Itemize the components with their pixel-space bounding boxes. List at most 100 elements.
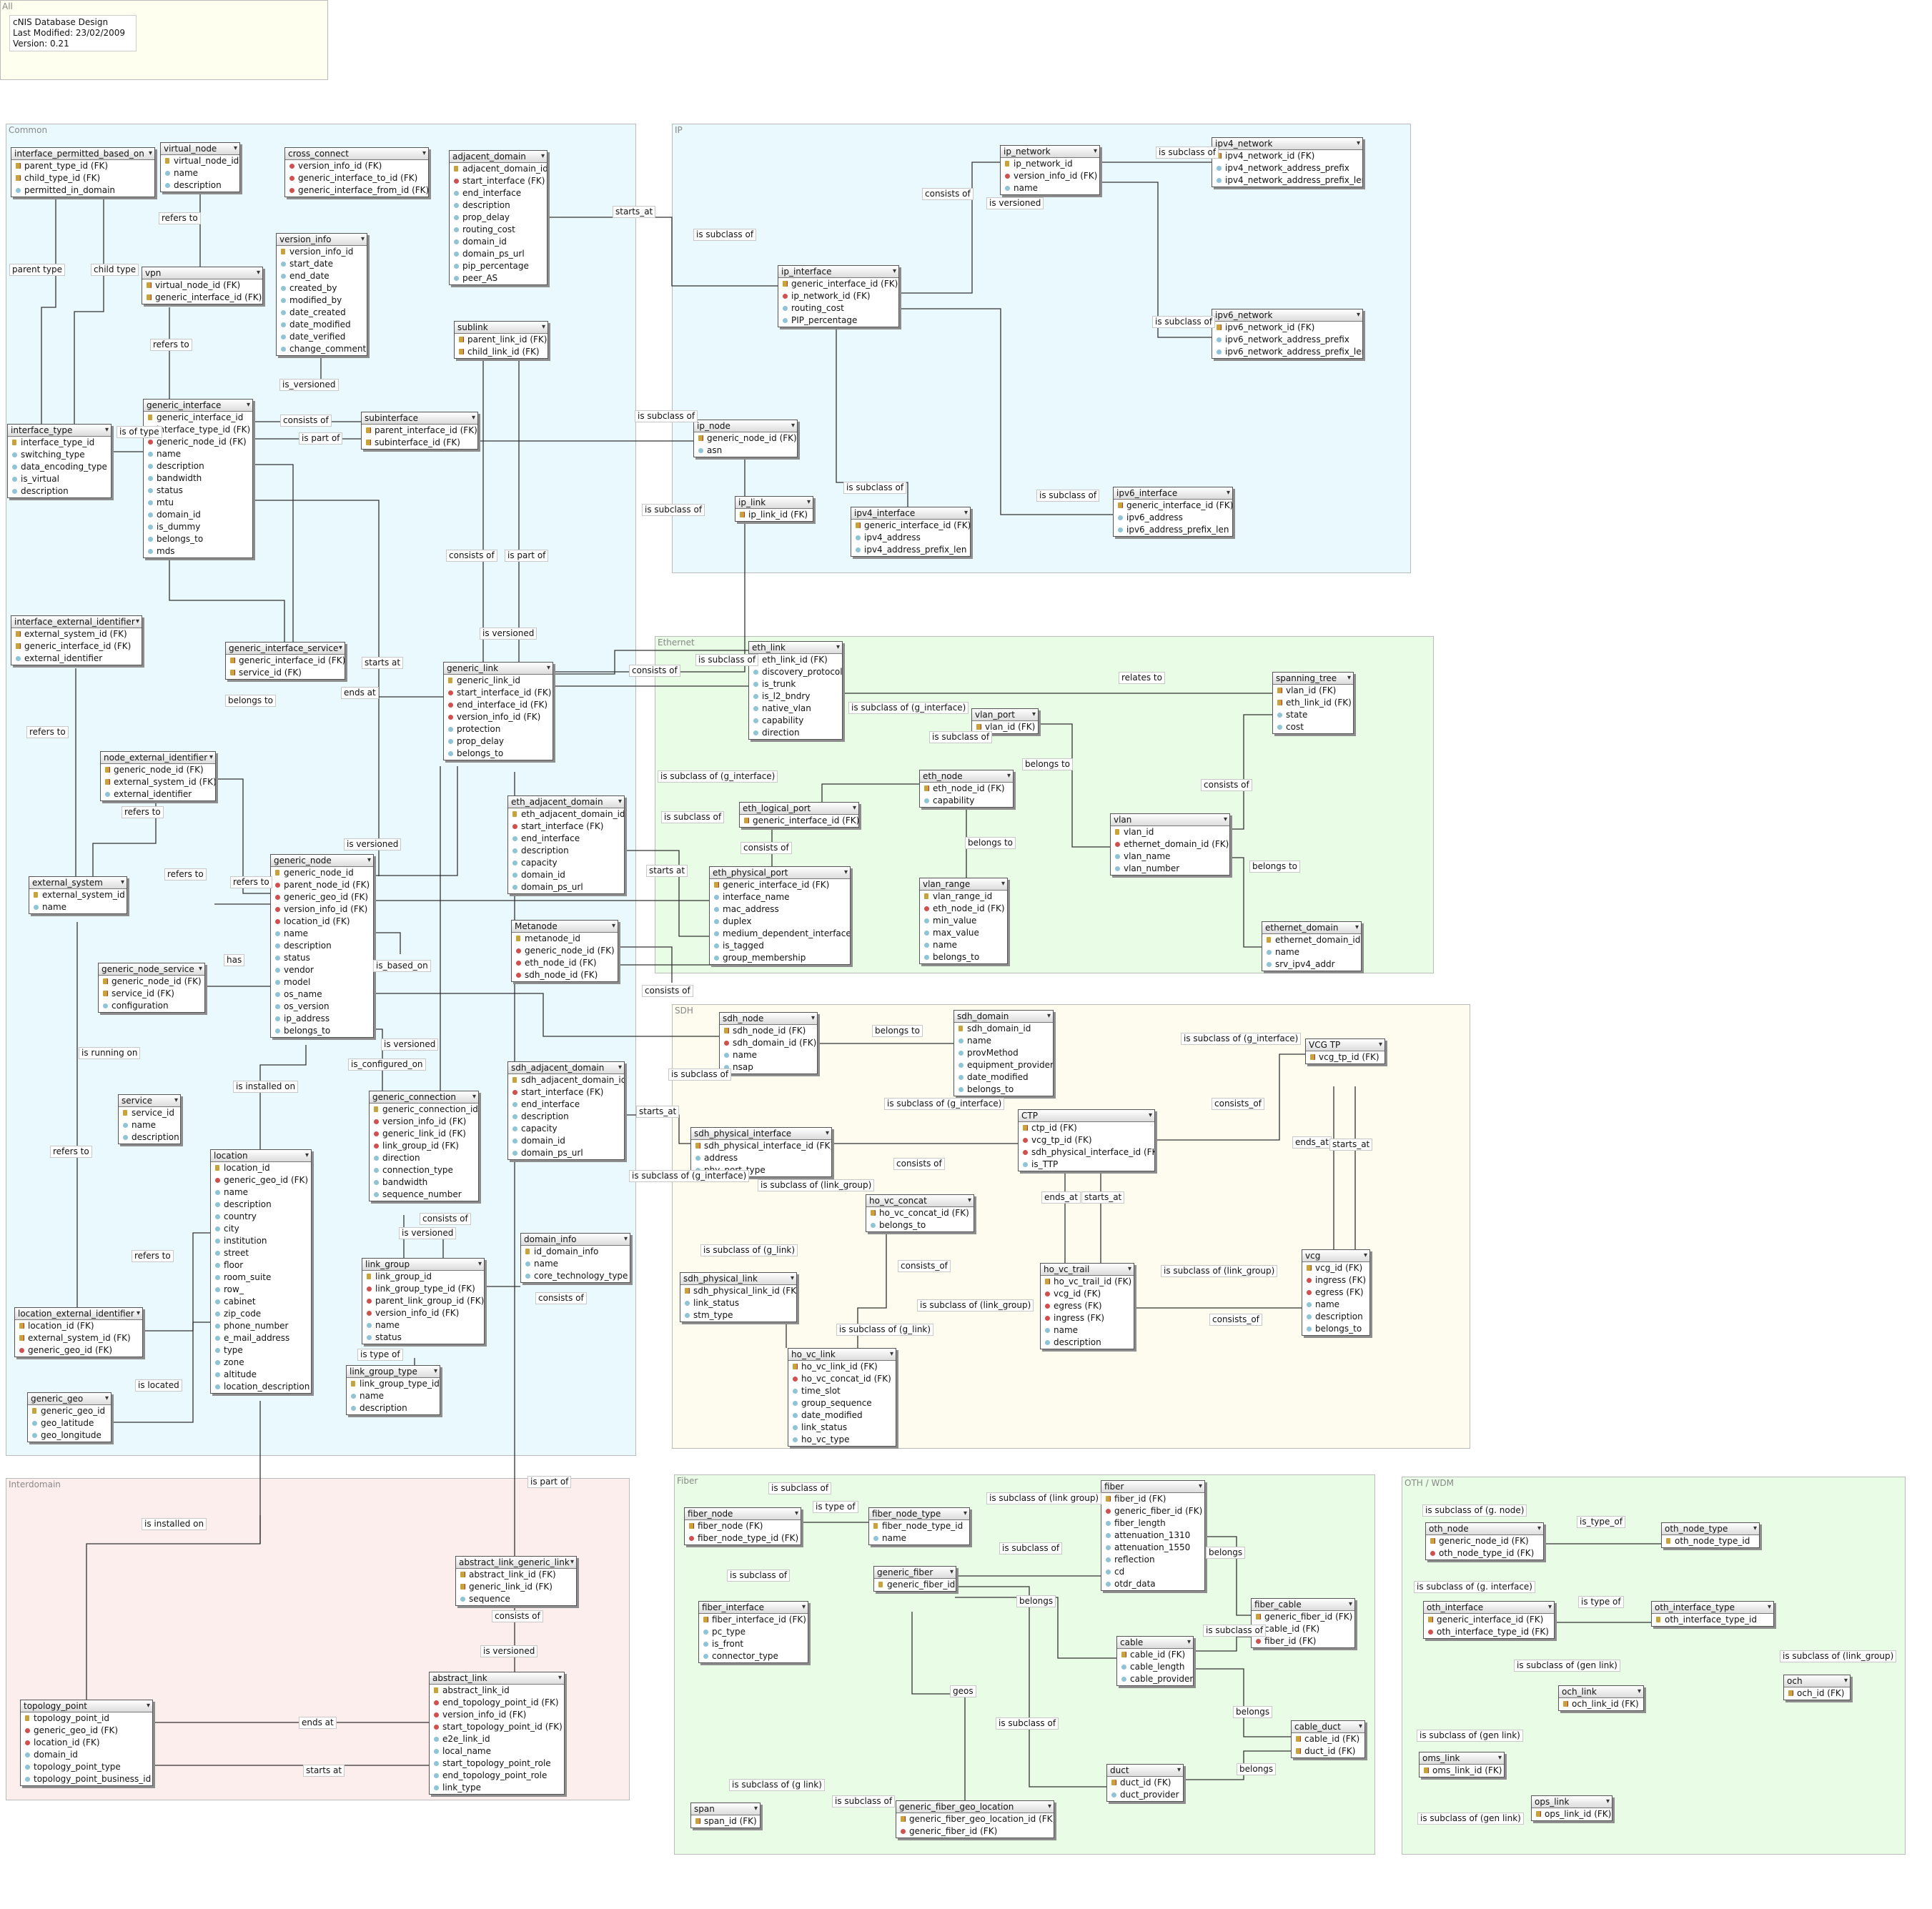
entity-fiber-node[interactable]: fiber_nodefiber_node (FK)fiber_node_type… bbox=[684, 1507, 801, 1545]
relationship-line bbox=[372, 766, 458, 876]
entity-oth-node-type[interactable]: oth_node_typeoth_node_type_id bbox=[1661, 1522, 1760, 1548]
entity-ipv6-network[interactable]: ipv6_networkipv6_network_id (FK)ipv6_net… bbox=[1212, 309, 1363, 359]
entity-field: ho_vc_type bbox=[788, 1434, 896, 1446]
entity-field: end_interface_id (FK) bbox=[444, 699, 553, 711]
entity-oth-interface[interactable]: oth_interfacegeneric_interface_id (FK)ot… bbox=[1423, 1601, 1555, 1639]
entity-field: description bbox=[508, 1111, 624, 1123]
entity-title: eth_logical_port bbox=[740, 803, 858, 815]
entity-ipv4-interface[interactable]: ipv4_interfacegeneric_interface_id (FK)i… bbox=[851, 507, 971, 557]
entity-generic-fiber-geo-location[interactable]: generic_fiber_geo_locationgeneric_fiber_… bbox=[896, 1800, 1054, 1838]
entity-generic-fiber[interactable]: generic_fibergeneric_fiber_id bbox=[873, 1566, 956, 1592]
entity-cable[interactable]: cablecable_id (FK)cable_lengthcable_prov… bbox=[1116, 1636, 1194, 1686]
entity-vpn[interactable]: vpnvirtual_node_id (FK)generic_interface… bbox=[142, 267, 263, 304]
entity-field: ho_vc_concat_id (FK) bbox=[788, 1373, 896, 1385]
entity-oth-interface-type[interactable]: oth_interface_typeoth_interface_type_id bbox=[1651, 1601, 1774, 1627]
entity-field: generic_fiber_id (FK) bbox=[1252, 1611, 1354, 1623]
entity-cable-duct[interactable]: cable_ductcable_id (FK)duct_id (FK) bbox=[1291, 1720, 1365, 1758]
entity-interface-type[interactable]: interface_typeinterface_type_idswitching… bbox=[7, 424, 112, 498]
entity-eth-link[interactable]: eth_linketh_link_id (FK)discovery_protoc… bbox=[748, 641, 843, 740]
entity-generic-link[interactable]: generic_linkgeneric_link_idstart_interfa… bbox=[443, 662, 553, 760]
entity-eth-adjacent-domain[interactable]: eth_adjacent_domaineth_adjacent_domain_i… bbox=[507, 795, 625, 894]
entity-ethernet-domain[interactable]: ethernet_domainethernet_domain_idnamesrv… bbox=[1262, 921, 1362, 971]
info-version: Version: 0.21 bbox=[13, 39, 69, 49]
entity-sublink[interactable]: sublinkparent_link_id (FK)child_link_id … bbox=[454, 321, 548, 359]
entity-ip-interface[interactable]: ip_interfacegeneric_interface_id (FK)ip_… bbox=[778, 265, 899, 327]
entity-spanning-tree[interactable]: spanning_treevlan_id (FK)eth_link_id (FK… bbox=[1272, 672, 1354, 734]
entity-ip-link[interactable]: ip_linkip_link_id (FK) bbox=[735, 496, 813, 522]
entity-oms-link[interactable]: oms_linkoms_link_id (FK) bbox=[1419, 1752, 1505, 1777]
entity-title: ho_vc_trail bbox=[1041, 1264, 1134, 1276]
entity-duct[interactable]: ductduct_id (FK)duct_provider bbox=[1106, 1764, 1184, 1802]
entity-generic-geo[interactable]: generic_geogeneric_geo_idgeo_latitudegeo… bbox=[27, 1392, 112, 1442]
relationship-label: starts at bbox=[646, 865, 688, 877]
entity-virtual-node[interactable]: virtual_nodevirtual_node_idnamedescripti… bbox=[160, 142, 240, 192]
entity-interface-external-identifier[interactable]: interface_external_identifierexternal_sy… bbox=[11, 615, 142, 665]
entity-vcg[interactable]: vcgvcg_id (FK)ingress (FK)egress (FK)nam… bbox=[1302, 1249, 1370, 1336]
entity-topology-point[interactable]: topology_pointtopology_point_idgeneric_g… bbox=[20, 1700, 153, 1786]
entity-generic-connection[interactable]: generic_connectiongeneric_connection_idv… bbox=[369, 1091, 479, 1201]
relationship-label: ends at bbox=[299, 1717, 337, 1729]
entity-ctp[interactable]: CTPctp_id (FK)vcg_tp_id (FK)sdh_physical… bbox=[1018, 1109, 1155, 1171]
entity-span[interactable]: spanspan_id (FK) bbox=[690, 1803, 761, 1828]
entity-ipv4-network[interactable]: ipv4_networkipv4_network_id (FK)ipv4_net… bbox=[1212, 137, 1363, 187]
entity-vcg-tp[interactable]: VCG TPvcg_tp_id (FK) bbox=[1305, 1038, 1385, 1064]
entity-link-group-type[interactable]: link_group_typelink_group_type_idnamedes… bbox=[346, 1365, 440, 1415]
entity-field: description bbox=[211, 1199, 311, 1211]
entity-ho-vc-trail[interactable]: ho_vc_trailho_vc_trail_id (FK)vcg_id (FK… bbox=[1040, 1263, 1134, 1349]
entity-ho-vc-concat[interactable]: ho_vc_concatho_vc_concat_id (FK)belongs_… bbox=[866, 1194, 974, 1232]
entity-field: description bbox=[271, 940, 373, 952]
entity-eth-logical-port[interactable]: eth_logical_portgeneric_interface_id (FK… bbox=[739, 802, 859, 828]
entity-title: location_external_identifier bbox=[15, 1308, 142, 1320]
entity-abstract-link-generic-link[interactable]: abstract_link_generic_linkabstract_link_… bbox=[455, 1556, 577, 1606]
entity-generic-node[interactable]: generic_nodegeneric_node_idparent_node_i… bbox=[270, 854, 374, 1038]
entity-sdh-physical-interface[interactable]: sdh_physical_interfacesdh_physical_inter… bbox=[690, 1127, 832, 1177]
entity-abstract-link[interactable]: abstract_linkabstract_link_idend_topolog… bbox=[429, 1672, 565, 1795]
entity-field: ctp_id (FK) bbox=[1019, 1122, 1154, 1134]
entity-field: eth_link_id (FK) bbox=[749, 654, 842, 666]
entity-cross-connect[interactable]: cross_connectversion_info_id (FK)generic… bbox=[284, 147, 429, 197]
entity-och-link[interactable]: och_linkoch_link_id (FK) bbox=[1558, 1685, 1644, 1711]
entity-link-group[interactable]: link_grouplink_group_idlink_group_type_i… bbox=[362, 1258, 485, 1344]
entity-generic-node-service[interactable]: generic_node_servicegeneric_node_id (FK)… bbox=[98, 963, 205, 1013]
entity-sdh-adjacent-domain[interactable]: sdh_adjacent_domainsdh_adjacent_domain_i… bbox=[507, 1061, 625, 1160]
entity-eth-physical-port[interactable]: eth_physical_portgeneric_interface_id (F… bbox=[709, 866, 851, 965]
entity-field: fiber_node_type_id bbox=[869, 1520, 969, 1532]
entity-adjacent-domain[interactable]: adjacent_domainadjacent_domain_idstart_i… bbox=[449, 150, 548, 285]
entity-eth-node[interactable]: eth_nodeeth_node_id (FK)capability bbox=[919, 770, 1014, 808]
entity-domain-info[interactable]: domain_infoid_domain_infonamecore_techno… bbox=[520, 1233, 630, 1283]
entity-field: subinterface_id (FK) bbox=[362, 437, 477, 449]
entity-oth-node[interactable]: oth_nodegeneric_node_id (FK)oth_node_typ… bbox=[1425, 1522, 1544, 1560]
entity-field: capacity bbox=[508, 1123, 624, 1135]
entity-vlan-port[interactable]: vlan_portvlan_id (FK) bbox=[971, 708, 1039, 734]
entity-fiber-interface[interactable]: fiber_interfacefiber_interface_id (FK)pc… bbox=[698, 1601, 808, 1663]
entity-generic-interface[interactable]: generic_interfacegeneric_interface_idint… bbox=[143, 399, 253, 558]
entity-fiber[interactable]: fiberfiber_id (FK)generic_fiber_id (FK)f… bbox=[1101, 1480, 1205, 1591]
entity-location-external-identifier[interactable]: location_external_identifierlocation_id … bbox=[14, 1307, 143, 1357]
entity-fiber-cable[interactable]: fiber_cablegeneric_fiber_id (FK)cable_id… bbox=[1251, 1598, 1355, 1648]
entity-subinterface[interactable]: subinterfaceparent_interface_id (FK)subi… bbox=[361, 412, 478, 450]
entity-node-external-identifier[interactable]: node_external_identifiergeneric_node_id … bbox=[100, 751, 216, 801]
entity-sdh-physical-link[interactable]: sdh_physical_linksdh_physical_link_id (F… bbox=[680, 1272, 797, 1322]
entity-sdh-domain[interactable]: sdh_domainsdh_domain_idnameprovMethodequ… bbox=[953, 1010, 1054, 1096]
entity-generic-interface-service[interactable]: generic_interface_servicegeneric_interfa… bbox=[225, 642, 345, 680]
entity-sdh-node[interactable]: sdh_nodesdh_node_id (FK)sdh_domain_id (F… bbox=[719, 1012, 818, 1074]
entity-och[interactable]: ochoch_id (FK) bbox=[1783, 1675, 1851, 1700]
entity-field: sdh_adjacent_domain_id bbox=[508, 1074, 624, 1086]
entity-ipv6-interface[interactable]: ipv6_interfacegeneric_interface_id (FK)i… bbox=[1113, 487, 1233, 537]
entity-field: start_interface_id (FK) bbox=[444, 687, 553, 699]
entity-field: date_modified bbox=[277, 319, 367, 331]
entity-interface-permitted-based-on[interactable]: interface_permitted_based_onparent_type_… bbox=[11, 147, 155, 197]
entity-ho-vc-link[interactable]: ho_vc_linkho_vc_link_id (FK)ho_vc_concat… bbox=[788, 1348, 896, 1447]
entity-ops-link[interactable]: ops_linkops_link_id (FK) bbox=[1531, 1795, 1613, 1821]
entity-version-info[interactable]: version_infoversion_info_idstart_dateend… bbox=[276, 233, 367, 356]
entity-ip-node[interactable]: ip_nodegeneric_node_id (FK)asn bbox=[693, 420, 798, 457]
entity-field: geo_longitude bbox=[28, 1429, 111, 1442]
